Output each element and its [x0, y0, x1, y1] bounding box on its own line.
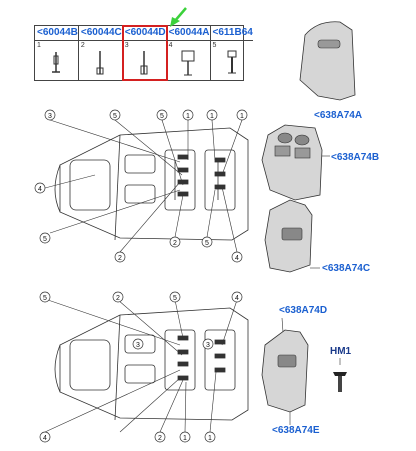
svg-text:5: 5 [173, 295, 177, 302]
part-code-link[interactable]: <611B64 [210, 26, 253, 41]
callout-5-top-b: 5 [156, 109, 168, 121]
callout-2-top-bottom-a: 2 [114, 251, 126, 263]
callout-bubbles: 3 5 5 1 1 1 4 5 2 2 5 4 5 2 5 4 3 3 4 2 … [34, 109, 248, 443]
callout-1-bot-bottom-a: 1 [179, 431, 191, 443]
screw-icon [96, 51, 104, 75]
callout-5-top-bottom-b: 5 [201, 236, 213, 248]
svg-text:2: 2 [173, 240, 177, 247]
part-code-link[interactable]: <60044B [35, 26, 78, 41]
svg-text:5: 5 [43, 236, 47, 243]
part-cell-60044d[interactable]: <60044D 3 [121, 25, 168, 81]
callout-2-bot: 2 [112, 291, 124, 303]
part-index: 1 [37, 42, 41, 49]
callout-1-top-b: 1 [206, 109, 218, 121]
trim-panel-d[interactable] [261, 317, 309, 413]
svg-text:4: 4 [235, 255, 239, 262]
part-label-hm1[interactable]: HM1 [330, 346, 352, 357]
svg-text:2: 2 [118, 255, 122, 262]
part-index: 2 [80, 42, 85, 49]
callout-3-top: 3 [44, 109, 56, 121]
part-label-638a74e[interactable]: <638A74E [272, 425, 320, 436]
svg-text:5: 5 [160, 113, 164, 120]
trim-panel-b[interactable] [261, 124, 330, 201]
part-label-638a74a[interactable]: <638A74A [314, 110, 363, 121]
svg-text:4: 4 [38, 186, 42, 193]
highlight-arrow [170, 7, 187, 27]
part-cell-611b64[interactable]: <611B64 5 [210, 26, 253, 80]
bolt-icon [227, 50, 236, 74]
callout-4-bot: 4 [231, 291, 243, 303]
callout-1-top-c: 1 [236, 109, 248, 121]
svg-text:1: 1 [208, 435, 212, 442]
screw-hm1-icon[interactable] [333, 358, 347, 392]
part-code-link[interactable]: <60044A [166, 26, 210, 41]
callout-1-bot-bottom-b: 1 [204, 431, 216, 443]
callout-2-bot-bottom: 2 [154, 431, 166, 443]
part-label-638a74d[interactable]: <638A74D [279, 305, 328, 316]
svg-text:3: 3 [48, 113, 52, 120]
van-drawing-bottom [54, 307, 249, 421]
fastener-icon [52, 52, 60, 73]
part-index: 3 [124, 42, 129, 49]
callout-5-bot-a: 5 [39, 291, 51, 303]
clip-icon [181, 50, 195, 76]
callout-3-bot-mid-b: 3 [202, 338, 214, 350]
svg-text:4: 4 [43, 435, 47, 442]
parts-table: <60044B 1 <60044C 2 <60044D 3 <60044A 4 [34, 25, 253, 81]
svg-text:3: 3 [206, 342, 210, 349]
svg-text:5: 5 [205, 240, 209, 247]
svg-text:1: 1 [183, 435, 187, 442]
trim-panel-c[interactable] [264, 199, 320, 273]
svg-text:2: 2 [116, 295, 120, 302]
callout-2-top-bottom-b: 2 [169, 236, 181, 248]
svg-text:1: 1 [210, 113, 214, 120]
callout-1-top-a: 1 [182, 109, 194, 121]
svg-text:2: 2 [158, 435, 162, 442]
svg-text:5: 5 [113, 113, 117, 120]
part-code-link[interactable]: <60044D [122, 26, 166, 41]
part-cell-60044c[interactable]: <60044C 2 [78, 26, 123, 80]
svg-text:4: 4 [235, 295, 239, 302]
part-index: 4 [168, 42, 173, 49]
part-cell-60044a[interactable]: <60044A 4 [166, 26, 211, 80]
callout-4-bot-bottom: 4 [39, 431, 51, 443]
callout-5-bot-b: 5 [169, 291, 181, 303]
callout-4-top-left: 4 [34, 182, 46, 194]
callout-4-top-bottom: 4 [231, 251, 243, 263]
callout-5-top-a: 5 [109, 109, 121, 121]
screw-icon [140, 51, 148, 75]
callout-5-top-bottom-a: 5 [39, 232, 51, 244]
part-label-638a74b[interactable]: <638A74B [331, 152, 380, 163]
part-label-638a74c[interactable]: <638A74C [322, 263, 371, 274]
part-cell-60044b[interactable]: <60044B 1 [35, 26, 79, 80]
svg-text:5: 5 [43, 295, 47, 302]
van-drawing-top [54, 127, 249, 241]
leader-lines-top [44, 119, 243, 253]
callout-3-bot-mid-a: 3 [132, 338, 144, 350]
svg-text:1: 1 [240, 113, 244, 120]
part-index: 5 [212, 42, 217, 49]
svg-text:3: 3 [136, 342, 140, 349]
svg-text:1: 1 [186, 113, 190, 120]
part-code-link[interactable]: <60044C [78, 26, 122, 41]
leader-lines-bottom [44, 299, 238, 433]
trim-panel-a[interactable] [299, 21, 356, 101]
